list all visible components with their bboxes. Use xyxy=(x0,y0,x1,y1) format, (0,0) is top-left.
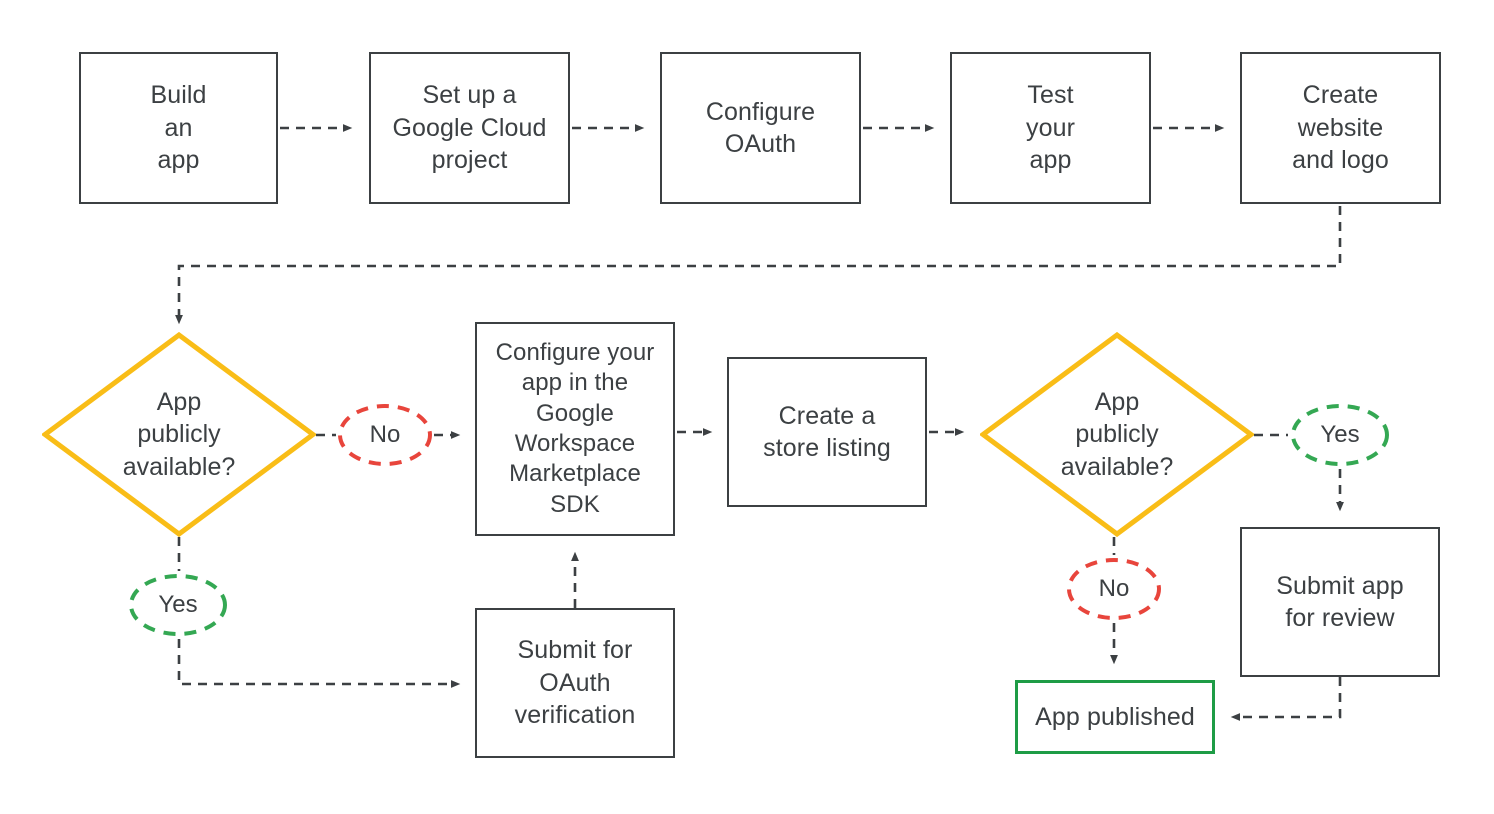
node-label: App published xyxy=(1035,702,1195,731)
node-app-published[interactable]: App published xyxy=(1015,680,1215,754)
node-label: Test your app xyxy=(1025,81,1076,175)
node-label: App publicly available? xyxy=(122,387,236,481)
node-label: Configure your app in the Google Workspa… xyxy=(495,338,655,518)
diamond-shape xyxy=(42,332,316,537)
node-create-website-and-logo[interactable]: Create website and logo xyxy=(1240,52,1441,204)
node-configure-oauth[interactable]: Configure OAuth xyxy=(660,52,861,204)
diamond-shape xyxy=(980,332,1254,537)
node-label: Set up a Google Cloud project xyxy=(392,81,547,175)
node-app-publicly-available-first[interactable]: App publicly available? xyxy=(42,332,316,537)
node-label: Configure OAuth xyxy=(705,97,816,159)
ellipse-shape xyxy=(1067,558,1161,620)
edge-label-no-second: No xyxy=(1066,557,1162,621)
node-test-your-app[interactable]: Test your app xyxy=(950,52,1151,204)
node-set-up-google-cloud-project[interactable]: Set up a Google Cloud project xyxy=(369,52,570,204)
node-configure-app-in-marketplace-sdk[interactable]: Configure your app in the Google Workspa… xyxy=(475,322,675,536)
node-label: Build an app xyxy=(150,81,207,175)
edge-label-yes-first: Yes xyxy=(128,573,228,637)
ellipse-shape xyxy=(1291,404,1389,466)
edge-label-yes-second: Yes xyxy=(1290,403,1390,467)
node-build-an-app[interactable]: Build an app xyxy=(79,52,278,204)
node-label: Submit for OAuth verification xyxy=(514,636,636,730)
edge-review-to-published xyxy=(1230,677,1342,721)
node-label: Submit app for review xyxy=(1276,571,1404,633)
edge-decision1-yes-segment-b xyxy=(177,639,461,688)
node-label: Create a store listing xyxy=(763,401,891,463)
edge-label-text: Yes xyxy=(158,591,198,618)
node-create-a-store-listing[interactable]: Create a store listing xyxy=(727,357,927,507)
edge-label-text: No xyxy=(369,421,401,448)
node-submit-app-for-review[interactable]: Submit app for review xyxy=(1240,527,1440,677)
edge-website-to-decision1 xyxy=(175,206,1342,325)
ellipse-shape xyxy=(129,574,227,636)
node-submit-for-oauth-verification[interactable]: Submit for OAuth verification xyxy=(475,608,675,758)
node-label: Create website and logo xyxy=(1292,81,1389,175)
edge-label-text: Yes xyxy=(1320,421,1360,448)
node-label: App publicly available? xyxy=(1060,387,1174,481)
ellipse-shape xyxy=(338,404,432,466)
node-app-publicly-available-second[interactable]: App publicly available? xyxy=(980,332,1254,537)
edge-label-text: No xyxy=(1098,575,1130,602)
edge-label-no-first: No xyxy=(337,403,433,467)
